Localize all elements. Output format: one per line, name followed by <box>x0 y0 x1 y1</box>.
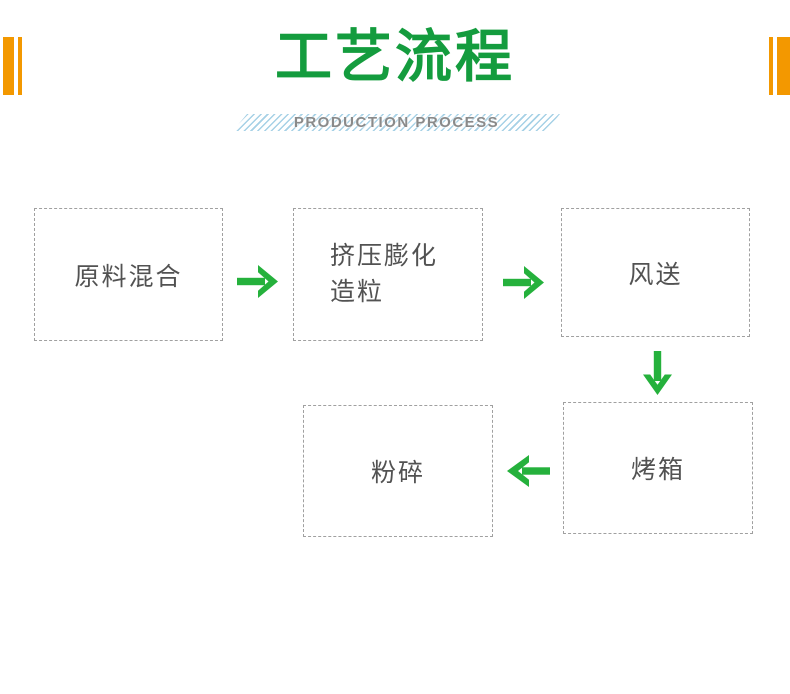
flow-step-air-conveying: 风送 <box>561 208 750 337</box>
flow-step-label: 挤压膨化造粒 <box>330 242 439 306</box>
flow-step-label: 原料混合 <box>74 262 183 291</box>
accent-bar-right-thick-icon <box>777 37 790 95</box>
page-subtitle: PRODUCTION PROCESS <box>293 114 500 131</box>
arrow-right-icon <box>503 266 544 299</box>
flow-step-crushing: 粉碎 <box>303 405 493 537</box>
flow-step-extrusion-granulation: 挤压膨化造粒 <box>293 208 483 341</box>
flow-step-oven: 烤箱 <box>563 402 753 534</box>
arrow-left-icon <box>507 455 550 487</box>
accent-bar-left-thin-icon <box>18 37 22 95</box>
accent-bar-right-thin-icon <box>769 37 773 95</box>
flow-step-label: 粉碎 <box>370 459 425 487</box>
accent-bar-left-thick-icon <box>3 37 14 95</box>
flow-step-label: 烤箱 <box>630 456 685 484</box>
flow-step-label: 风送 <box>628 260 683 289</box>
flow-step-raw-material-mixing: 原料混合 <box>34 208 223 341</box>
arrow-down-icon <box>643 351 672 395</box>
page-title: 工艺流程 <box>275 25 515 89</box>
arrow-right-icon <box>237 265 278 298</box>
subtitle-stripe-band: PRODUCTION PROCESS <box>233 114 560 131</box>
